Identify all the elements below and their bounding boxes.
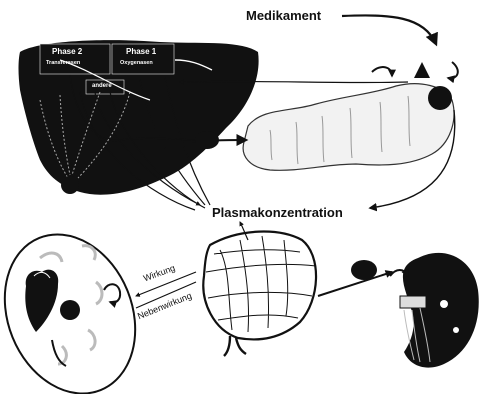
organ-ellipse bbox=[0, 215, 158, 394]
phase2-title: Phase 2 bbox=[52, 47, 82, 56]
drug-arrow bbox=[342, 15, 436, 44]
phase1-title: Phase 1 bbox=[126, 47, 156, 56]
phase1-subtitle: Oxygenasen bbox=[120, 60, 153, 66]
drug-triangle bbox=[414, 62, 430, 78]
metabolite-dot-liver bbox=[61, 176, 79, 194]
intestine bbox=[243, 84, 454, 171]
phase2-subtitle: Transferasen bbox=[46, 60, 80, 66]
drug-dot-portal bbox=[195, 131, 219, 149]
plasma-link-arrow bbox=[240, 222, 248, 240]
other-enzymes-label: andere bbox=[92, 83, 112, 89]
plasma-concentration-label: Plasmakonzentration bbox=[212, 205, 343, 220]
drug-dot-intestine bbox=[428, 86, 452, 110]
drug-label: Medikament bbox=[246, 8, 321, 23]
enterocyte-transporters bbox=[372, 62, 458, 78]
kidney bbox=[390, 253, 479, 368]
blood-vessel-network bbox=[203, 232, 316, 356]
drug-dot-kidney bbox=[351, 260, 377, 280]
